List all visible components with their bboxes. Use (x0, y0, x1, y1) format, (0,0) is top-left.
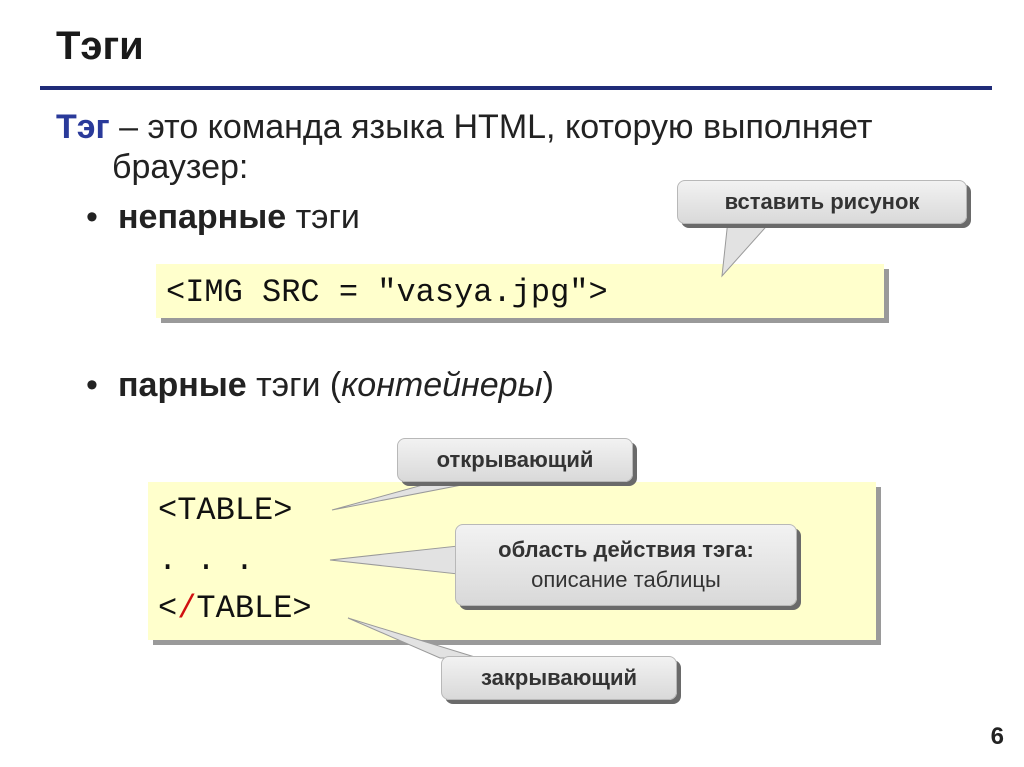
code-table-open: <TABLE> (158, 492, 293, 529)
code-table-close: </TABLE> (158, 590, 312, 627)
pointer-closing (347, 617, 479, 659)
definition-line-2: браузер: (112, 148, 249, 186)
bullet-paired: парные тэги (контейнеры) (118, 366, 554, 405)
code-box-img: <IMG SRC = "vasya.jpg"> (156, 264, 884, 318)
bullet-paired-close: ) (542, 366, 554, 404)
bullet-unpaired-bold: непарные (118, 198, 287, 236)
bullet-marker-2: • (86, 366, 98, 404)
bullet-unpaired: непарные тэги (118, 198, 360, 237)
callout-closing: закрывающий (441, 656, 677, 700)
bullet-paired-italic: контейнеры (341, 366, 543, 404)
title-divider (40, 86, 992, 90)
definition-line-1: Тэг – это команда языка HTML, которую вы… (56, 108, 872, 147)
code-close-rest: TABLE> (196, 590, 312, 627)
code-img-tag: <IMG SRC = "vasya.jpg"> (166, 274, 608, 311)
definition-term: Тэг (56, 108, 110, 146)
code-close-slash: / (177, 590, 197, 627)
callout-insert-image: вставить рисунок (677, 180, 967, 224)
callout-opening-text: открывающий (436, 447, 594, 472)
pointer-scope (329, 545, 459, 575)
slide-title: Тэги (56, 24, 144, 68)
pointer-opening (331, 477, 499, 511)
callout-opening: открывающий (397, 438, 633, 482)
callout-scope-desc: описание таблицы (531, 567, 721, 592)
callout-closing-text: закрывающий (481, 665, 637, 690)
page-number: 6 (990, 723, 1004, 750)
callout-scope-title: область действия тэга: (498, 537, 754, 562)
bullet-paired-rest: тэги ( (246, 366, 342, 404)
bullet-unpaired-rest: тэги (286, 198, 360, 236)
definition-text: – это команда языка HTML, которую выполн… (109, 108, 873, 146)
callout-scope: область действия тэга: описание таблицы (455, 524, 797, 606)
pointer-insert-image (721, 219, 774, 278)
code-table-dots: . . . (158, 542, 255, 579)
bullet-marker-1: • (86, 198, 98, 236)
code-close-lt: < (158, 590, 178, 627)
callout-insert-image-text: вставить рисунок (724, 189, 920, 214)
bullet-paired-bold: парные (118, 366, 247, 404)
